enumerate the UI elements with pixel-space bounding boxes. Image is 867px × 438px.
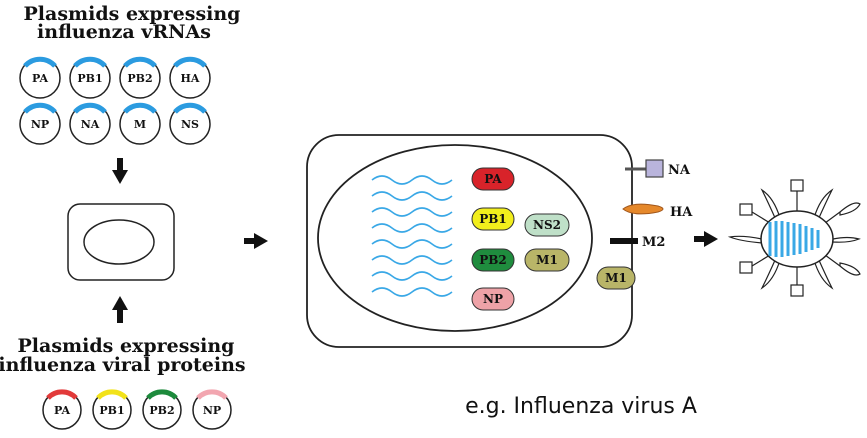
- down-arrow-icon: [112, 158, 128, 184]
- producer-cell: PA PB1 PB2 NP NS2 M1 M1 NA: [306, 134, 693, 348]
- top-plasmid-grid: PA PB1 PB2 HA NP NA: [19, 56, 211, 145]
- svg-text:PB2: PB2: [479, 253, 507, 267]
- vrna-arc: [123, 102, 157, 114]
- gene-arc: [196, 389, 228, 400]
- svg-text:HA: HA: [670, 205, 693, 220]
- producer-nucleus: [317, 144, 593, 332]
- vrna-arc: [23, 102, 57, 114]
- protein-m1-nucleus: M1: [524, 248, 570, 272]
- up-arrow-icon: [112, 296, 128, 323]
- surface-na: NA: [625, 159, 691, 178]
- vrna-wave: [371, 271, 453, 281]
- vrna-arc: [73, 56, 107, 68]
- caption: e.g. Influenza virus A: [465, 394, 697, 419]
- vrna-wave: [371, 239, 453, 249]
- vrna-arc: [173, 102, 207, 114]
- svg-text:PA: PA: [54, 404, 70, 417]
- svg-text:NP: NP: [203, 404, 221, 417]
- svg-text:NS2: NS2: [533, 218, 561, 232]
- surface-ha: HA: [622, 203, 693, 220]
- vrna-wave: [371, 255, 453, 265]
- gene-arc: [96, 389, 128, 400]
- vrna-wave: [371, 191, 453, 201]
- svg-text:M2: M2: [642, 235, 665, 250]
- svg-text:NS: NS: [181, 118, 199, 131]
- svg-text:PB1: PB1: [479, 212, 507, 226]
- vrna-wave: [371, 175, 453, 185]
- protein-plasmid-pb2: PB2: [142, 389, 182, 430]
- vrna-arc: [23, 56, 57, 68]
- svg-text:M1: M1: [536, 253, 558, 267]
- plasmid-na: NA: [69, 102, 111, 145]
- gene-arc: [46, 389, 78, 400]
- svg-text:PB1: PB1: [99, 404, 124, 417]
- plasmid-ha: HA: [169, 56, 211, 99]
- bottom-title-line1: Plasmids expressing: [18, 335, 235, 357]
- right-arrow-icon: [694, 231, 718, 247]
- vrna-wave: [371, 207, 453, 217]
- svg-text:NP: NP: [483, 292, 503, 306]
- transfected-cell: [67, 203, 175, 281]
- protein-ns2: NS2: [524, 213, 570, 237]
- svg-text:NA: NA: [668, 163, 691, 178]
- svg-text:PA: PA: [32, 72, 48, 85]
- top-title-line2: influenza vRNAs: [37, 21, 211, 43]
- plasmid-ns: NS: [169, 102, 211, 145]
- cell-nucleus: [83, 219, 155, 265]
- bottom-title-line2: influenza viral proteins: [0, 354, 246, 376]
- protein-plasmid-np: NP: [192, 389, 232, 430]
- svg-text:M: M: [134, 118, 146, 131]
- right-arrow-icon: [244, 233, 268, 249]
- plasmid-pb2: PB2: [119, 56, 161, 99]
- protein-pb1: PB1: [471, 207, 515, 231]
- svg-text:PA: PA: [484, 172, 502, 186]
- protein-pb2: PB2: [471, 248, 515, 272]
- influenza-virion: [727, 179, 861, 297]
- protein-m1-membrane: M1: [596, 266, 636, 290]
- vrna-arc: [173, 56, 207, 68]
- protein-np: NP: [471, 287, 515, 311]
- plasmid-m: M: [119, 102, 161, 145]
- protein-plasmid-pb1: PB1: [92, 389, 132, 430]
- bottom-plasmid-row: PA PB1 PB2 NP: [42, 389, 232, 430]
- svg-text:PB1: PB1: [77, 72, 102, 85]
- plasmid-pb1: PB1: [69, 56, 111, 99]
- protein-pa: PA: [471, 167, 515, 191]
- plasmid-pa: PA: [19, 56, 61, 99]
- protein-plasmid-pa: PA: [42, 389, 82, 430]
- svg-text:NA: NA: [81, 118, 100, 131]
- top-title-line1: Plasmids expressing: [24, 3, 241, 25]
- gene-arc: [146, 389, 178, 400]
- svg-text:PB2: PB2: [149, 404, 174, 417]
- plasmid-np: NP: [19, 102, 61, 145]
- svg-text:NP: NP: [31, 118, 49, 131]
- svg-text:PB2: PB2: [127, 72, 152, 85]
- svg-text:HA: HA: [181, 72, 200, 85]
- vrna-arc: [123, 56, 157, 68]
- vrna-wave: [371, 223, 453, 233]
- virion-rna-bundle: [768, 221, 820, 257]
- vrna-arc: [73, 102, 107, 114]
- surface-m2: M2: [610, 235, 665, 250]
- vrna-segments: [371, 175, 453, 297]
- svg-text:M1: M1: [605, 271, 627, 285]
- vrna-wave: [371, 287, 453, 297]
